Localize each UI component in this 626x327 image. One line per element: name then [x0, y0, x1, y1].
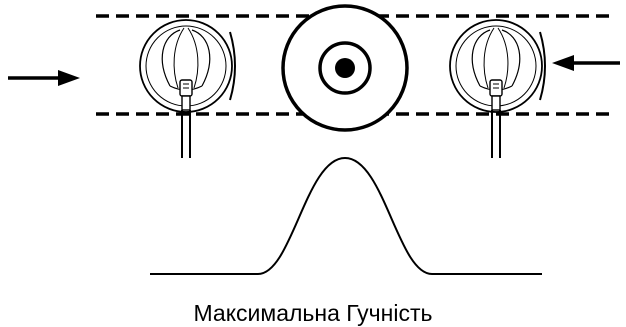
left-arrow-icon: [552, 55, 620, 71]
pinpoint-sweep-diagram: [8, 4, 620, 275]
max-loudness-caption: Максимальна Гучність: [193, 300, 433, 326]
target-bullseye-icon: [281, 4, 409, 132]
signal-peak-curve: [150, 156, 542, 275]
right-arrow-icon: [8, 70, 80, 86]
metal-detector-coil-left-icon: [139, 19, 236, 158]
metal-detector-coil-right-icon: [449, 19, 546, 158]
